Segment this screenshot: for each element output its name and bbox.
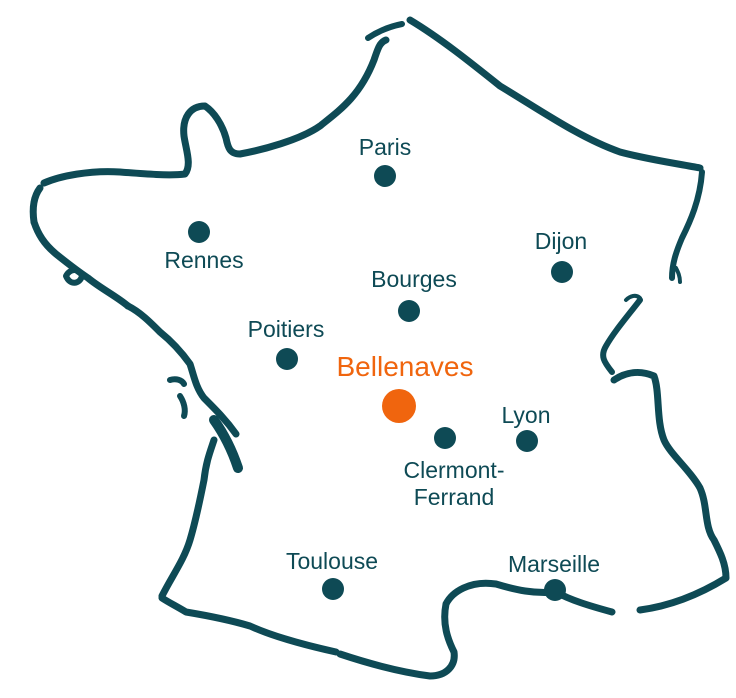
city-label-dijon: Dijon	[535, 228, 587, 254]
outline-jura-dash	[624, 293, 642, 302]
outline-island-re	[167, 376, 187, 387]
city-label-rennes: Rennes	[164, 247, 243, 273]
outline-northeast	[406, 16, 704, 172]
city-marker-paris[interactable]	[374, 165, 396, 187]
outline-north-coast	[40, 36, 390, 187]
city-marker-lyon[interactable]	[516, 430, 538, 452]
outline-island-ouessant	[63, 267, 85, 286]
outline-gironde	[209, 415, 243, 473]
outline-east	[669, 169, 705, 281]
outline-brittany-south	[30, 218, 132, 310]
france-outline-icon	[29, 16, 730, 680]
outline-north-tip	[365, 21, 405, 41]
city-label-clermont-ferrand: Clermont-Ferrand	[404, 457, 505, 510]
outline-jura	[600, 297, 643, 375]
city-marker-poitiers[interactable]	[276, 348, 298, 370]
outline-east-dash	[674, 266, 682, 284]
city-marker-clermont-ferrand[interactable]	[434, 427, 456, 449]
city-label-line: Clermont-	[404, 457, 505, 483]
highlight-marker-bellenaves[interactable]	[382, 389, 416, 423]
outline-pyrenees	[158, 594, 340, 656]
city-marker-bourges[interactable]	[398, 300, 420, 322]
city-label-poitiers: Poitiers	[248, 316, 325, 342]
city-label-lyon: Lyon	[501, 402, 550, 428]
highlight-layer: Bellenaves	[337, 351, 474, 423]
outline-vendee	[124, 302, 240, 438]
city-label-toulouse: Toulouse	[286, 548, 378, 574]
city-label-line: Ferrand	[414, 484, 495, 510]
outline-island-oleron	[177, 393, 188, 419]
outline-atlantic-south	[158, 436, 218, 600]
outline-alps	[610, 369, 730, 614]
city-marker-rennes[interactable]	[188, 221, 210, 243]
city-label-marseille: Marseille	[508, 551, 600, 577]
outline-brittany-west	[29, 184, 44, 226]
city-marker-dijon[interactable]	[551, 261, 573, 283]
outline-mediterranean	[336, 579, 616, 680]
city-marker-marseille[interactable]	[544, 579, 566, 601]
city-label-bourges: Bourges	[371, 266, 457, 292]
city-label-paris: Paris	[359, 134, 411, 160]
city-marker-toulouse[interactable]	[322, 578, 344, 600]
highlight-label-bellenaves: Bellenaves	[337, 351, 474, 382]
